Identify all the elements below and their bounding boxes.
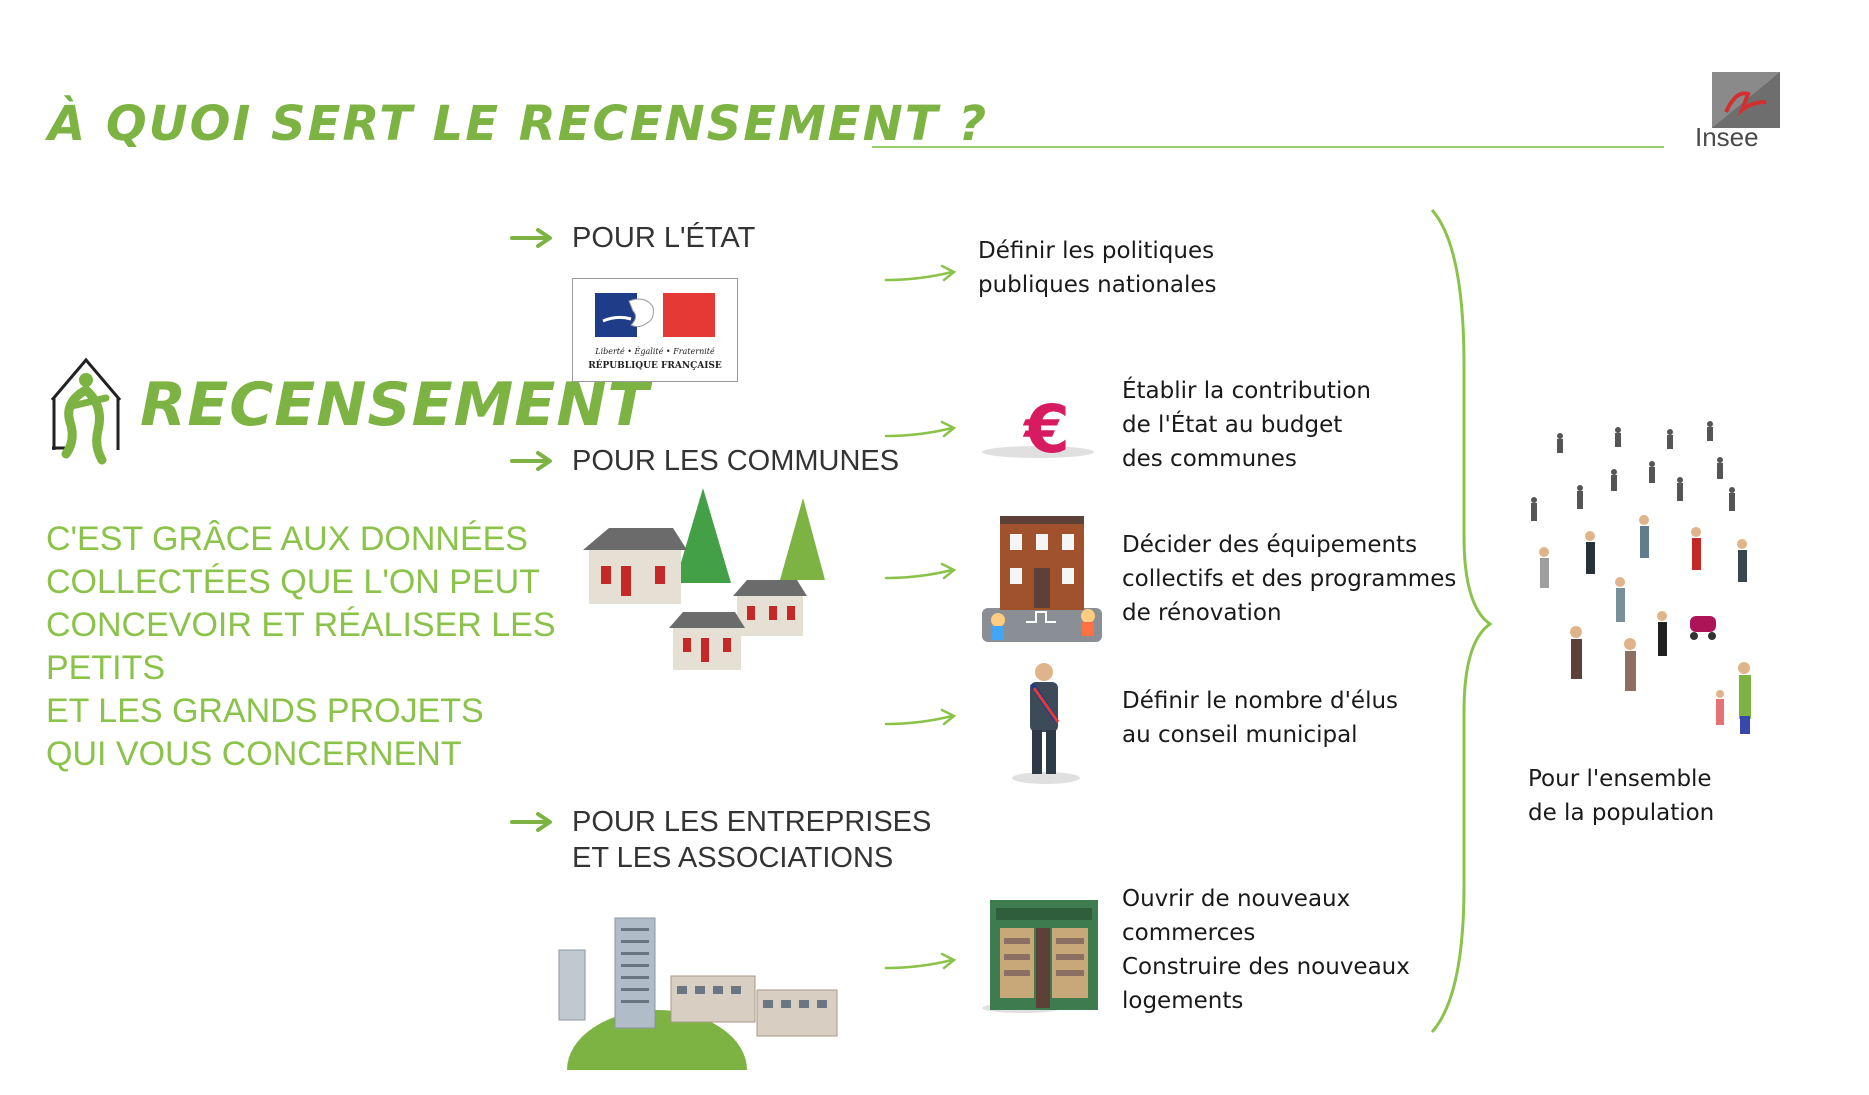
curly-brace — [1430, 209, 1493, 1033]
city-buildings-icon — [558, 917, 838, 1070]
shop-front-icon — [982, 900, 1098, 1013]
curved-arrow-icon — [884, 420, 957, 438]
intro-text: C'EST GRÂCE AUX DONNÉES COLLECTÉES QUE L… — [46, 520, 556, 773]
rf-name: RÉPUBLIQUE FRANÇAISE — [588, 361, 722, 371]
category-businesses: POUR LES ENTREPRISES ET LES ASSOCIATIONS — [572, 806, 932, 874]
arrow-right-icon — [510, 451, 552, 471]
item-shops-housing: Ouvrir de nouveaux commerces Construire … — [1122, 886, 1410, 1014]
curved-arrow-icon — [884, 952, 957, 970]
curved-arrow-icon — [884, 264, 957, 282]
euro-icon: € — [982, 392, 1094, 468]
mayor-figure-icon — [1012, 663, 1080, 784]
curved-arrow-icon — [884, 562, 957, 580]
census-house-icon — [50, 357, 122, 465]
republique-francaise-logo: Liberté • Égalité • Fraternité RÉPUBLIQU… — [572, 278, 738, 382]
population-label: Pour l'ensemble de la population — [1528, 766, 1715, 826]
arrow-right-icon — [510, 228, 552, 248]
marianne-flag-icon — [595, 293, 715, 337]
item-national-policies: Définir les politiques publiques nationa… — [978, 238, 1217, 298]
village-houses-icon — [583, 488, 825, 670]
rf-motto: Liberté • Égalité • Fraternité — [595, 347, 715, 356]
page-title: À QUOI SERT LE RECENSEMENT ? — [48, 96, 989, 152]
insee-logo-text: Insee — [1695, 122, 1759, 152]
category-state: POUR L'ÉTAT — [572, 222, 756, 254]
brand-title: RECENSEMENT — [140, 370, 650, 440]
arrow-right-icon — [510, 812, 552, 832]
item-elected-officials: Définir le nombre d'élus au conseil muni… — [1122, 688, 1399, 748]
title-divider — [872, 146, 1664, 148]
item-state-contribution: Établir la contribution de l'État au bud… — [1122, 378, 1371, 472]
category-communes: POUR LES COMMUNES — [572, 445, 900, 477]
svg-text:€: € — [1022, 392, 1070, 468]
insee-logo-icon — [1712, 72, 1780, 128]
curved-arrow-icon — [884, 708, 957, 726]
school-building-icon — [982, 516, 1102, 642]
item-public-facilities: Décider des équipements collectifs et de… — [1122, 532, 1457, 626]
crowd-people-icon — [1531, 421, 1751, 734]
